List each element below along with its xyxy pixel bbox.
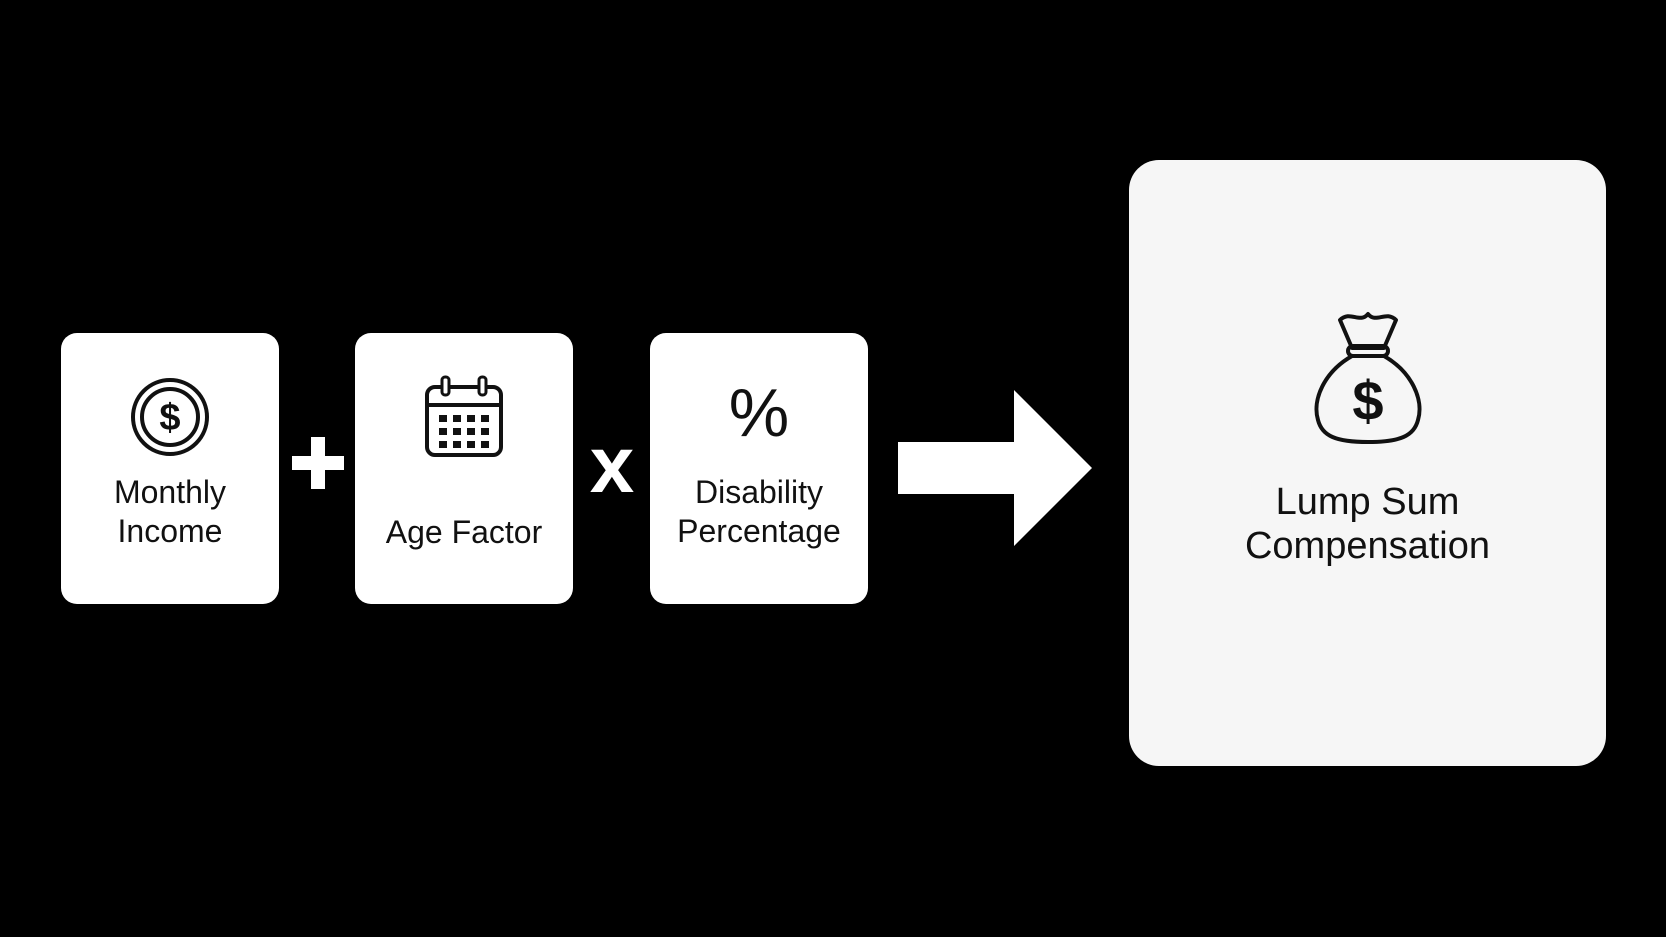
age-factor-card: Age Factor xyxy=(355,333,573,604)
lump-sum-compensation-card: $ Lump Sum Compensation xyxy=(1129,160,1606,766)
svg-text:$: $ xyxy=(159,397,180,439)
calendar-icon xyxy=(425,375,503,457)
monthly-income-card: $ Monthly Income xyxy=(61,333,279,604)
monthly-income-label: Monthly Income xyxy=(113,474,227,549)
lump-sum-compensation-label: Lump Sum Compensation xyxy=(1244,481,1491,567)
percent-icon: % xyxy=(728,375,790,451)
disability-percentage-label: Disability Percentage xyxy=(677,474,841,549)
disability-percentage-card: % Disability Percentage xyxy=(650,333,868,604)
age-factor-label: Age Factor xyxy=(385,514,543,550)
dollar-coin-icon: $ xyxy=(131,378,209,456)
svg-text:$: $ xyxy=(1352,369,1383,432)
right-arrow-icon xyxy=(898,390,1092,546)
multiply-operator: x xyxy=(589,420,635,509)
plus-icon xyxy=(292,437,344,489)
money-bag-icon: $ xyxy=(1314,312,1421,444)
